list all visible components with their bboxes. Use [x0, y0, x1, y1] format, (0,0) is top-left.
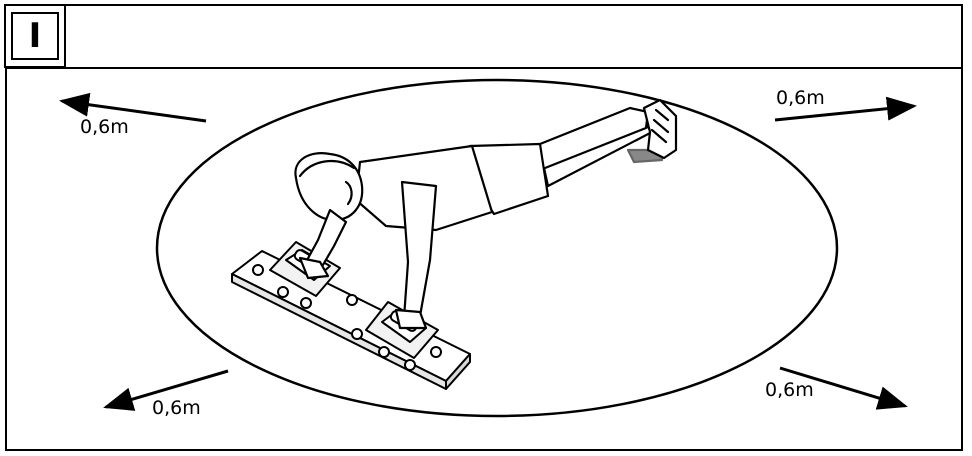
illustration-frame [5, 67, 963, 451]
right-border [961, 4, 963, 69]
clearance-label-top-left: 0,6m [80, 116, 129, 138]
clearance-arrow-top-right [774, 96, 917, 122]
step-tab: I [4, 4, 66, 68]
clearance-arrow-bottom-left [103, 369, 229, 411]
clearance-label-bottom-left: 0,6m [152, 397, 201, 419]
pushup-board-icon [231, 241, 471, 390]
clearance-label-top-right: 0,6m [776, 87, 825, 109]
clearance-arrow-bottom-right [779, 366, 908, 410]
clearance-label-bottom-right: 0,6m [765, 379, 814, 401]
step-label: I [11, 12, 59, 60]
clearance-area-ellipse [155, 78, 839, 418]
person-pushup-icon [294, 98, 678, 330]
top-border [66, 4, 963, 6]
clearance-arrow-top-left [59, 92, 207, 123]
